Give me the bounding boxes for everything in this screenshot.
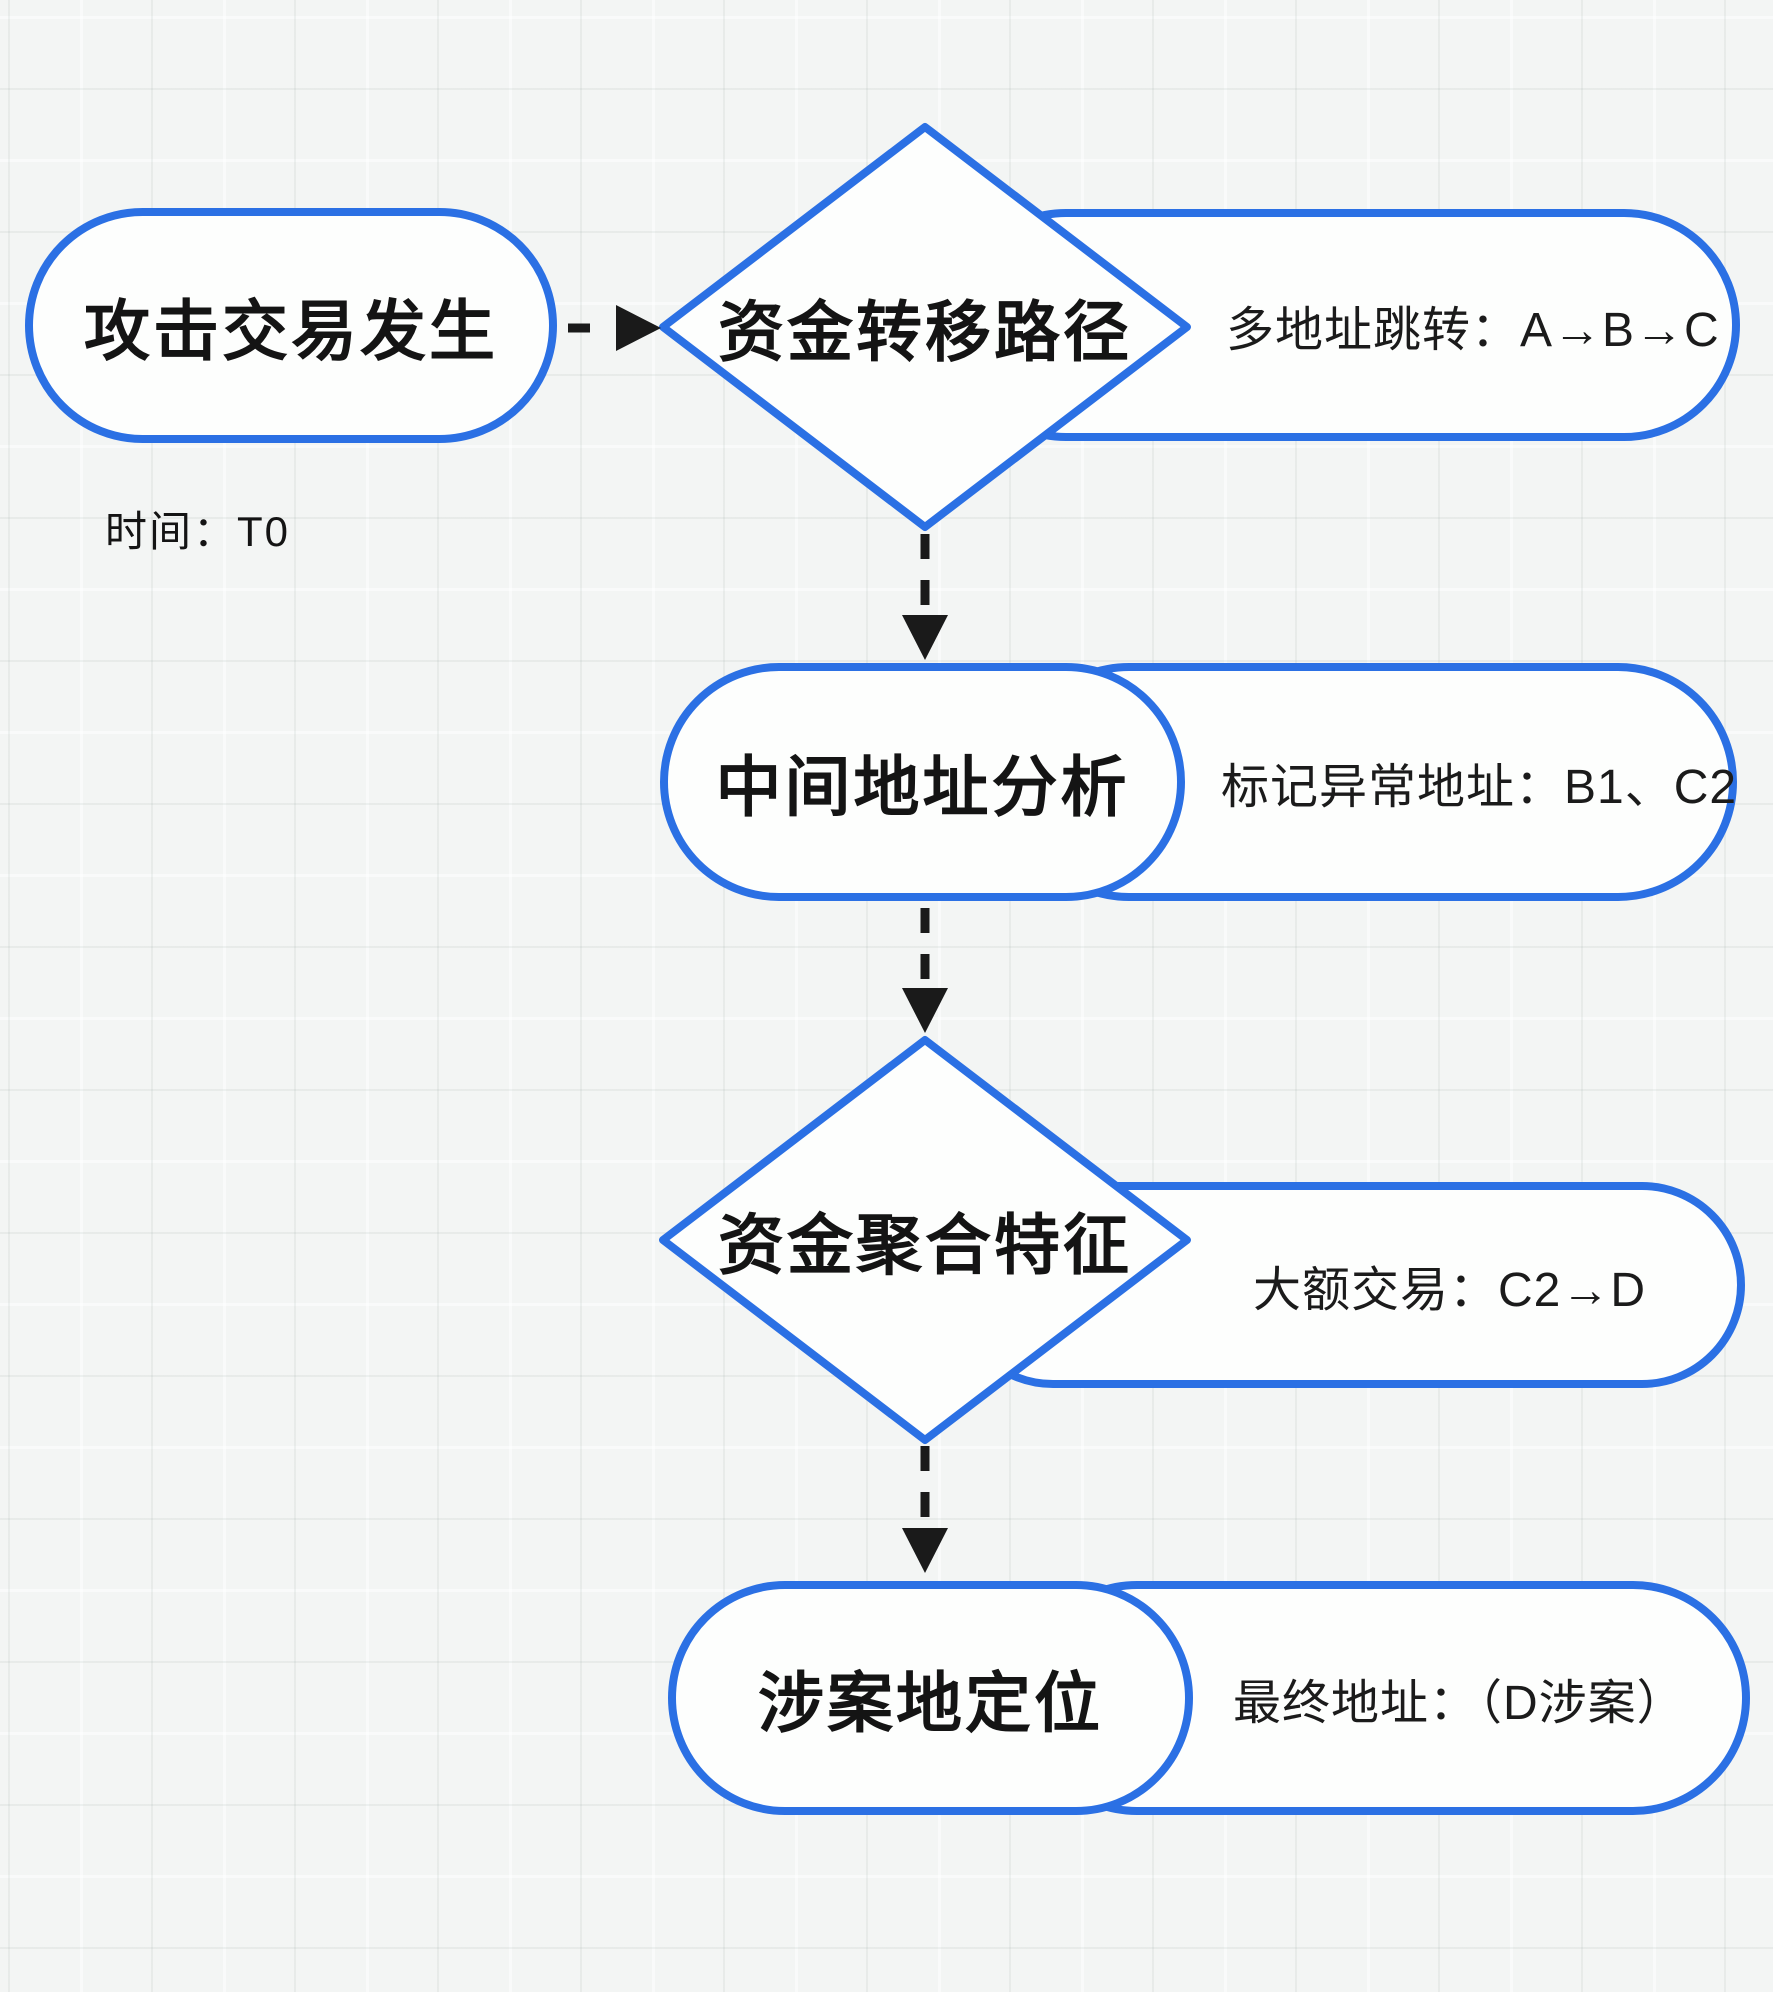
annotation-box-intermediate: 标记异常地址：B1、C2 [1010, 663, 1737, 901]
annotation-text-intermediate: 标记异常地址：B1、C2 [1221, 761, 1738, 814]
annotation-text-transfer-path: 多地址跳转：A→B→C [1226, 304, 1720, 357]
arrow-down-2-head-icon [902, 988, 948, 1033]
arrow-down-3-head-icon [902, 1528, 948, 1573]
node-aggregation: 资金聚合特征 [663, 1203, 1187, 1282]
arrow-right-head-icon [616, 305, 661, 351]
arrow-down-1-head-icon [902, 615, 948, 660]
annotation-text-aggregation: 大额交易：C2→D [1253, 1264, 1647, 1317]
node-aggregation-title: 资金聚合特征 [718, 1208, 1132, 1282]
node-attack-start-title: 攻击交易发生 [84, 293, 498, 368]
annotation-text-final: 最终地址：（D涉案） [1233, 1677, 1686, 1730]
node-intermediate-analysis-title: 中间地址分析 [715, 750, 1130, 824]
node-final-location: 涉案地定位 [668, 1581, 1193, 1815]
node-transfer-path: 资金转移路径 [663, 290, 1187, 369]
node-intermediate-analysis: 中间地址分析 [660, 663, 1185, 901]
node-final-location-title: 涉案地定位 [758, 1666, 1103, 1740]
node-transfer-path-title: 资金转移路径 [718, 295, 1132, 369]
time-note: 时间：T0 [105, 508, 291, 555]
node-attack-start: 攻击交易发生 [25, 208, 557, 443]
